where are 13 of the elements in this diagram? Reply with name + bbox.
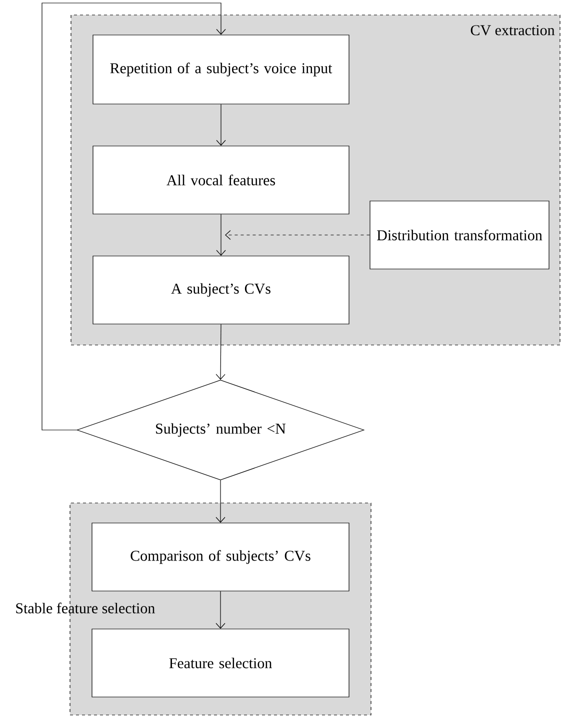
arrow <box>216 480 226 523</box>
process-box: Feature selection <box>92 628 350 698</box>
arrow <box>216 214 226 256</box>
process-box: A subject’s CVs <box>92 256 350 324</box>
arrow <box>225 230 370 240</box>
arrow <box>216 324 226 380</box>
process-box: Comparison of subjects’ CVs <box>92 522 350 592</box>
arrow <box>216 104 226 146</box>
arrow <box>216 591 226 629</box>
process-box: Repetition of a subject’s voice input <box>92 34 350 104</box>
process-box: Distribution transformation <box>370 200 550 270</box>
process-box: All vocal features <box>92 146 350 214</box>
arrow <box>42 2 226 430</box>
